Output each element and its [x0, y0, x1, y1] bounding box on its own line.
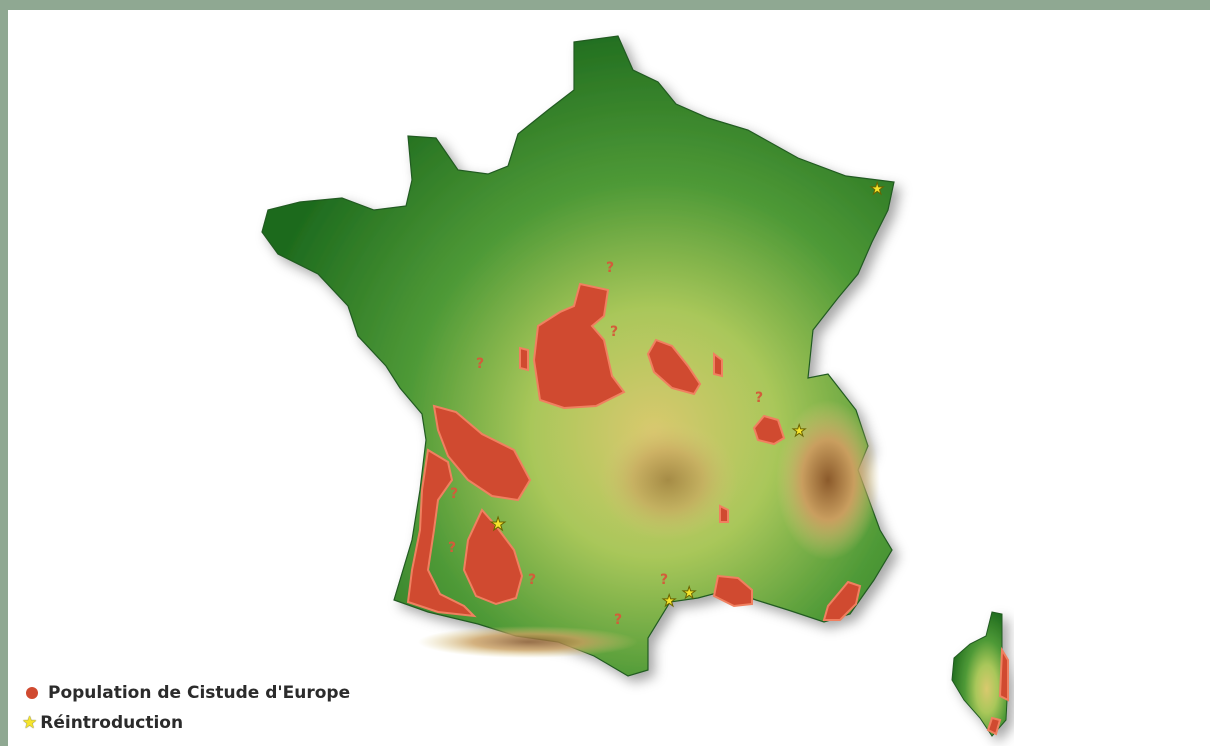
corsica [951, 611, 1009, 737]
legend-item-reintroduction: ★ Réintroduction [22, 708, 350, 738]
reintroduction-stars: ★ ★ ★ ★ ★ [490, 179, 885, 611]
star-icon: ★ [662, 591, 676, 610]
population-area-camargue [712, 574, 753, 608]
population-area-landes [462, 508, 524, 606]
population-area-centre [532, 282, 626, 410]
star-icon: ★ [22, 712, 38, 733]
map-frame: ? ? ? ? ? ? ? ? ? ★ ★ ★ ★ ★ Population d… [8, 10, 1210, 746]
population-area-rhone [752, 414, 786, 446]
star-icon: ★ [792, 421, 806, 440]
population-area-allier [646, 338, 702, 396]
question-mark: ? [614, 612, 622, 628]
question-mark: ? [528, 572, 536, 588]
population-area-small-2 [519, 346, 529, 372]
population-area-lot [719, 504, 729, 523]
question-mark: ? [448, 540, 456, 556]
population-area-gironde [406, 448, 477, 618]
population-area-var [822, 580, 862, 621]
question-mark: ? [476, 356, 484, 372]
question-marks: ? ? ? ? ? ? ? ? ? [448, 260, 763, 628]
population-area-corsica-south [986, 716, 1002, 736]
question-mark: ? [755, 390, 763, 406]
population-areas [406, 282, 1009, 736]
question-mark: ? [660, 572, 668, 588]
red-dot-icon [26, 687, 38, 699]
population-area-small-1 [713, 352, 723, 378]
alps-relief [776, 400, 880, 560]
massif-central-relief [598, 420, 738, 540]
legend-label-reintroduction: Réintroduction [40, 713, 184, 733]
pyrenees-relief [418, 626, 638, 658]
question-mark: ? [606, 260, 614, 276]
question-mark: ? [450, 486, 458, 502]
star-icon: ★ [490, 514, 506, 535]
question-mark: ? [610, 324, 618, 340]
legend-item-population: Population de Cistude d'Europe [22, 678, 350, 708]
population-area-corsica [998, 646, 1009, 702]
france-relief-map: ? ? ? ? ? ? ? ? ? ★ ★ ★ ★ ★ [261, 35, 1009, 737]
star-icon: ★ [870, 179, 884, 198]
population-area-charente [432, 404, 532, 502]
legend-label-population: Population de Cistude d'Europe [48, 683, 351, 703]
star-icon: ★ [682, 583, 696, 602]
map-legend: Population de Cistude d'Europe ★ Réintro… [22, 678, 350, 738]
